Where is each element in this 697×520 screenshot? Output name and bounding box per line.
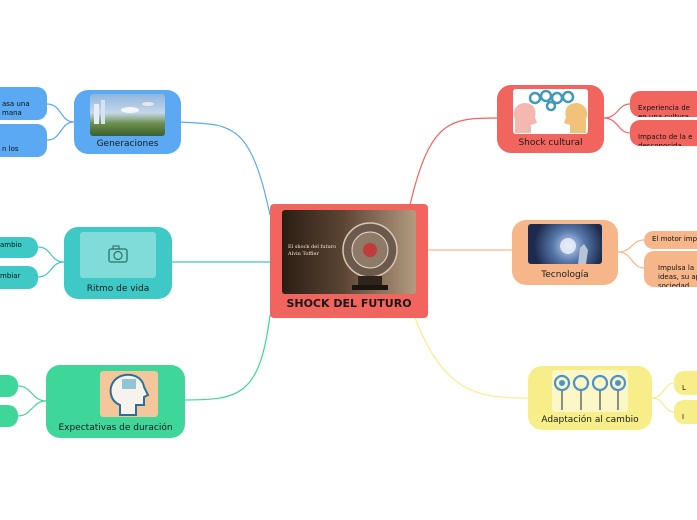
tecnologia-leaf-2[interactable]: Impulsa la ideas, su ap sociedad.	[644, 251, 697, 287]
expectativas-label: Expectativas de duración	[58, 423, 173, 433]
generaciones-leaf-2[interactable]: n los	[0, 124, 47, 157]
shock-cultural-label: Shock cultural	[518, 138, 583, 148]
adaptacion-leaf-1[interactable]: L n	[674, 371, 697, 395]
expectativas-leaf-2[interactable]	[0, 405, 18, 427]
central-image: El shock del futuro Alvin Toffler	[282, 210, 416, 294]
camera-icon	[108, 245, 128, 263]
generaciones-label: Generaciones	[96, 139, 159, 149]
expectativas-image	[100, 371, 158, 417]
central-topic[interactable]: El shock del futuro Alvin Toffler SHOCK …	[270, 204, 428, 318]
generaciones-image	[90, 94, 165, 136]
futuristic-city-icon	[94, 100, 154, 124]
tecnologia-leaf-1[interactable]: El motor imp	[644, 231, 697, 249]
adaptacion-leaf-2[interactable]: I a	[674, 400, 697, 424]
shock-cultural-image	[513, 89, 588, 134]
shock-cultural-leaf-1[interactable]: Experiencia de en una cultura	[630, 91, 697, 117]
crystal-ball-icon	[342, 222, 398, 290]
head-silhouette-icon	[109, 373, 150, 416]
tecnologia-label: Tecnología	[541, 270, 589, 280]
branch-shock-cultural[interactable]: Shock cultural	[497, 85, 604, 153]
central-image-caption: El shock del futuro Alvin Toffler	[288, 244, 337, 257]
gears-heads-icon	[513, 89, 588, 133]
adaptacion-image	[552, 370, 628, 412]
lightbulbs-gears-icon	[553, 374, 627, 410]
branch-ritmo-de-vida[interactable]: Ritmo de vida	[64, 227, 172, 299]
branch-expectativas-de-duracion[interactable]: Expectativas de duración	[46, 365, 185, 438]
ritmo-leaf-2[interactable]: mbiar	[0, 266, 38, 289]
robot-hand-icon	[560, 238, 588, 264]
shock-cultural-leaf-2[interactable]: Impacto de la e desconocida	[630, 120, 697, 146]
ritmo-image	[80, 232, 156, 278]
generaciones-leaf-1[interactable]: asa una mana	[0, 87, 47, 120]
expectativas-leaf-1[interactable]	[0, 375, 18, 397]
tecnologia-image	[528, 224, 602, 264]
branch-tecnologia[interactable]: Tecnología	[512, 220, 618, 285]
ritmo-leaf-1[interactable]: ambio	[0, 237, 38, 258]
branch-generaciones[interactable]: Generaciones	[74, 90, 181, 154]
central-title: SHOCK DEL FUTURO	[286, 297, 412, 310]
adaptacion-label: Adaptación al cambio	[541, 415, 639, 425]
branch-adaptacion-al-cambio[interactable]: Adaptación al cambio	[528, 366, 652, 430]
ritmo-label: Ritmo de vida	[86, 284, 150, 294]
